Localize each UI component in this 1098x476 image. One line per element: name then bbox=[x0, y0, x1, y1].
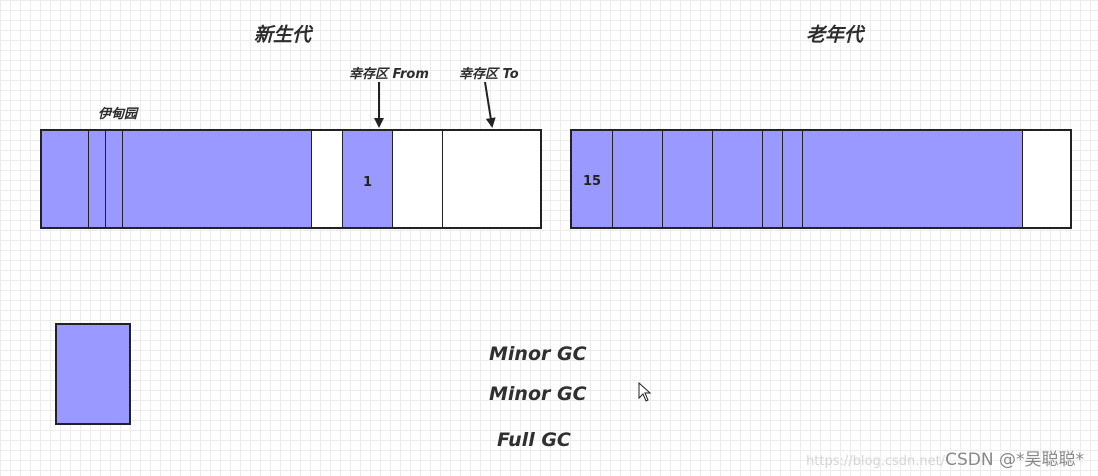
new-object-box bbox=[55, 323, 131, 425]
gc-event-label: Minor GC bbox=[489, 383, 587, 405]
old-generation-heap: 15 bbox=[570, 129, 1072, 229]
eden-object bbox=[123, 131, 312, 227]
survivor-to-label: 幸存区 To bbox=[459, 67, 519, 82]
survivor-from-age: 1 bbox=[363, 175, 373, 190]
survivor-from-label: 幸存区 From bbox=[349, 67, 429, 82]
eden-object bbox=[42, 131, 89, 227]
old-free-space bbox=[1023, 131, 1070, 227]
gc-event-label: Full GC bbox=[497, 429, 571, 451]
old-object bbox=[803, 131, 1023, 227]
old-object-age: 15 bbox=[583, 174, 602, 189]
young-generation-heading: 新生代 bbox=[254, 24, 312, 46]
watermark-url: https://blog.csdn.net/ bbox=[806, 454, 946, 469]
eden-object bbox=[106, 131, 123, 227]
survivor-from-space bbox=[343, 131, 393, 227]
young-generation-heap: 1 bbox=[40, 129, 542, 229]
eden-object bbox=[89, 131, 106, 227]
gc-event-label: Minor GC bbox=[489, 343, 587, 365]
eden-free-space bbox=[312, 131, 343, 227]
watermark-text: CSDN @*吴聪聪* bbox=[945, 450, 1084, 470]
mouse-cursor-icon bbox=[638, 382, 652, 402]
survivor-from-free bbox=[393, 131, 443, 227]
old-object bbox=[783, 131, 803, 227]
survivor-to-space bbox=[443, 131, 540, 227]
old-generation-heading: 老年代 bbox=[806, 24, 864, 46]
watermark: https://blog.csdn.net/CSDN @*吴聪聪* bbox=[806, 445, 1084, 470]
old-object bbox=[663, 131, 713, 227]
old-object bbox=[613, 131, 663, 227]
survivor-to-arrow bbox=[484, 81, 496, 128]
old-object bbox=[572, 131, 613, 227]
old-object bbox=[713, 131, 763, 227]
old-object bbox=[763, 131, 783, 227]
eden-label: 伊甸园 bbox=[98, 107, 138, 122]
